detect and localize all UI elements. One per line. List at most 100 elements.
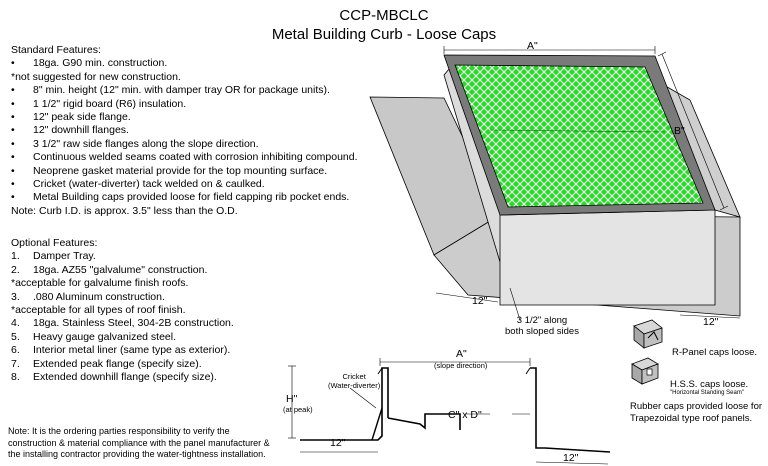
hss-cap-icon — [631, 357, 659, 385]
inner-back-edge — [489, 129, 666, 133]
bullet-marker: • — [11, 124, 15, 137]
bullet-marker: 3. — [11, 290, 20, 303]
optional-item: 4. 18ga. Stainless Steel, 304-2B construc… — [11, 317, 234, 330]
optional-item: *acceptable for galvalume finish roofs. — [11, 277, 234, 290]
dim-a-label: A" — [527, 40, 538, 52]
standard-item: • 12" peak side flange. — [11, 111, 358, 124]
optional-item: 1. Damper Tray. — [11, 250, 234, 263]
sloped-sides-line: both sloped sides — [505, 326, 579, 337]
bullet-marker: • — [11, 164, 15, 177]
page-title: CCP-MBCLC — [339, 7, 429, 24]
rubber-caps-note: Rubber caps provided loose for Trapezoid… — [630, 401, 762, 424]
item-text: 18ga. Stainless Steel, 304-2B constructi… — [33, 317, 234, 330]
bullet-marker: 1. — [11, 250, 20, 263]
hss-caps-label: H.S.S. caps loose. — [670, 379, 749, 390]
bullet-marker: • — [11, 57, 15, 70]
bullet-marker: • — [11, 151, 15, 164]
section-flange-right: 12" — [563, 452, 579, 464]
dim-b-label: B" — [674, 125, 685, 137]
bullet-marker: • — [11, 97, 15, 110]
optional-features: Optional Features: 1.Damper Tray.2.18ga.… — [11, 237, 234, 384]
item-text: 18ga. G90 min. construction. — [33, 57, 168, 70]
r-panel-caps-label: R-Panel caps loose. — [672, 347, 758, 358]
hss-caps-note: "Horizontal Standing Seam" — [670, 390, 744, 396]
standard-item: Note: Curb I.D. is approx. 3.5" less tha… — [11, 205, 358, 218]
curb-profile — [300, 367, 610, 453]
bullet-marker: • — [11, 191, 15, 204]
flange-left-label: 12" — [472, 295, 488, 307]
cricket-label: Cricket (Water-diverter) — [328, 372, 380, 390]
optional-heading: Optional Features: — [11, 237, 98, 249]
rubber-caps-line: Rubber caps provided loose for — [630, 401, 763, 412]
responsibility-note: Note: It is the ordering parties respons… — [8, 426, 270, 461]
item-text: 3 1/2" raw side flanges along the slope … — [33, 137, 259, 150]
standard-item: *not suggested for new construction. — [11, 71, 358, 84]
peak-note: (at peak) — [283, 405, 313, 414]
section-dim-a: A" — [456, 348, 467, 360]
item-text: Cricket (water-diverter) tack welded on … — [33, 178, 265, 191]
page-subtitle: Metal Building Curb - Loose Caps — [271, 26, 497, 43]
note-line: the installing contractor providing the … — [8, 449, 266, 459]
item-text: Metal Building caps provided loose for f… — [33, 191, 350, 204]
item-text: Extended peak flange (specify size). — [33, 357, 202, 370]
bullet-marker: • — [11, 137, 15, 150]
item-text: .080 Aluminum construction. — [33, 290, 165, 303]
curb-section-drawing — [288, 358, 610, 465]
standard-item: • 3 1/2" raw side flanges along the slope… — [11, 138, 358, 151]
item-text: Continuous welded seams coated with corr… — [33, 151, 358, 164]
item-text: 12" peak side flange. — [33, 111, 131, 124]
optional-item: 2.18ga. AZ55 "galvalume" construction. — [11, 264, 234, 277]
optional-item: 5. Heavy gauge galvanized steel. — [11, 331, 234, 344]
insulation-opening — [454, 64, 704, 208]
standard-features: Standard Features: • 18ga. G90 min. const… — [11, 44, 358, 218]
bullet-marker: • — [11, 111, 15, 124]
standard-item: • Cricket (water-diverter) tack welded on… — [11, 178, 358, 191]
optional-item: 7. Extended peak flange (specify size). — [11, 358, 234, 371]
item-text: *not suggested for new construction. — [11, 70, 181, 83]
sloped-sides-line: 3 1/2" along — [516, 315, 568, 326]
flange-right-label: 12" — [703, 316, 719, 328]
sloped-sides-note: 3 1/2" along both sloped sides — [505, 315, 579, 337]
optional-item: 6. Interior metal liner (same type as ext… — [11, 344, 234, 357]
cricket — [371, 407, 383, 441]
standard-item: • 18ga. G90 min. construction. — [11, 57, 358, 70]
standard-item: • 8" min. height (12" min. with damper tr… — [11, 84, 358, 97]
bullet-marker: 2. — [11, 263, 20, 276]
bullet-marker: • — [11, 84, 15, 97]
item-text: Extended downhill flange (specify size). — [33, 371, 217, 384]
slope-direction-note: (slope direction) — [434, 361, 488, 370]
front-wall — [499, 209, 716, 306]
optional-item: 3. .080 Aluminum construction. — [11, 291, 234, 304]
item-text: 8" min. height (12" min. with damper tra… — [33, 84, 330, 97]
cricket-line: (Water-diverter) — [328, 381, 381, 390]
item-text: Interior metal liner (same type as exter… — [33, 344, 231, 357]
bullet-marker: 6. — [11, 344, 20, 357]
item-text: 1 1/2" rigid board (R6) insulation. — [33, 97, 187, 110]
rubber-caps-line: Trapezoidal type roof panels. — [630, 412, 753, 424]
item-text: Damper Tray. — [33, 250, 96, 263]
item-text: Heavy gauge galvanized steel. — [33, 330, 177, 343]
curb-isometric-drawing — [369, 46, 741, 321]
standard-heading: Standard Features: — [11, 44, 101, 56]
section-dim-h: H" — [286, 393, 298, 405]
note-line: construction & material compliance with … — [8, 437, 270, 448]
standard-item: • 1 1/2" rigid board (R6) insulation. — [11, 98, 358, 111]
bullet-marker: 7. — [11, 357, 20, 370]
bullet-marker: 5. — [11, 330, 20, 343]
cricket-line: Cricket — [342, 372, 366, 381]
standard-item: • Metal Building caps provided loose for … — [11, 191, 358, 204]
item-text: 12" downhill flanges. — [33, 124, 129, 137]
optional-item: 8. Extended downhill flange (specify size… — [11, 371, 234, 384]
item-text: *acceptable for galvalume finish roofs. — [11, 277, 189, 290]
item-text: *acceptable for all types of roof finish… — [11, 304, 186, 317]
bullet-marker: 8. — [11, 371, 20, 384]
bullet-marker: 4. — [11, 317, 20, 330]
r-panel-cap-icon — [633, 319, 663, 349]
optional-item: *acceptable for all types of roof finish… — [11, 304, 234, 317]
item-text: Note: Curb I.D. is approx. 3.5" less tha… — [11, 204, 238, 217]
standard-item: • Continuous welded seams coated with cor… — [11, 151, 358, 164]
standard-item: • 12" downhill flanges. — [11, 124, 358, 137]
standard-item: •Neoprene gasket material provide for th… — [11, 165, 358, 178]
section-flange-left: 12" — [330, 437, 346, 449]
bullet-marker: • — [11, 178, 15, 191]
